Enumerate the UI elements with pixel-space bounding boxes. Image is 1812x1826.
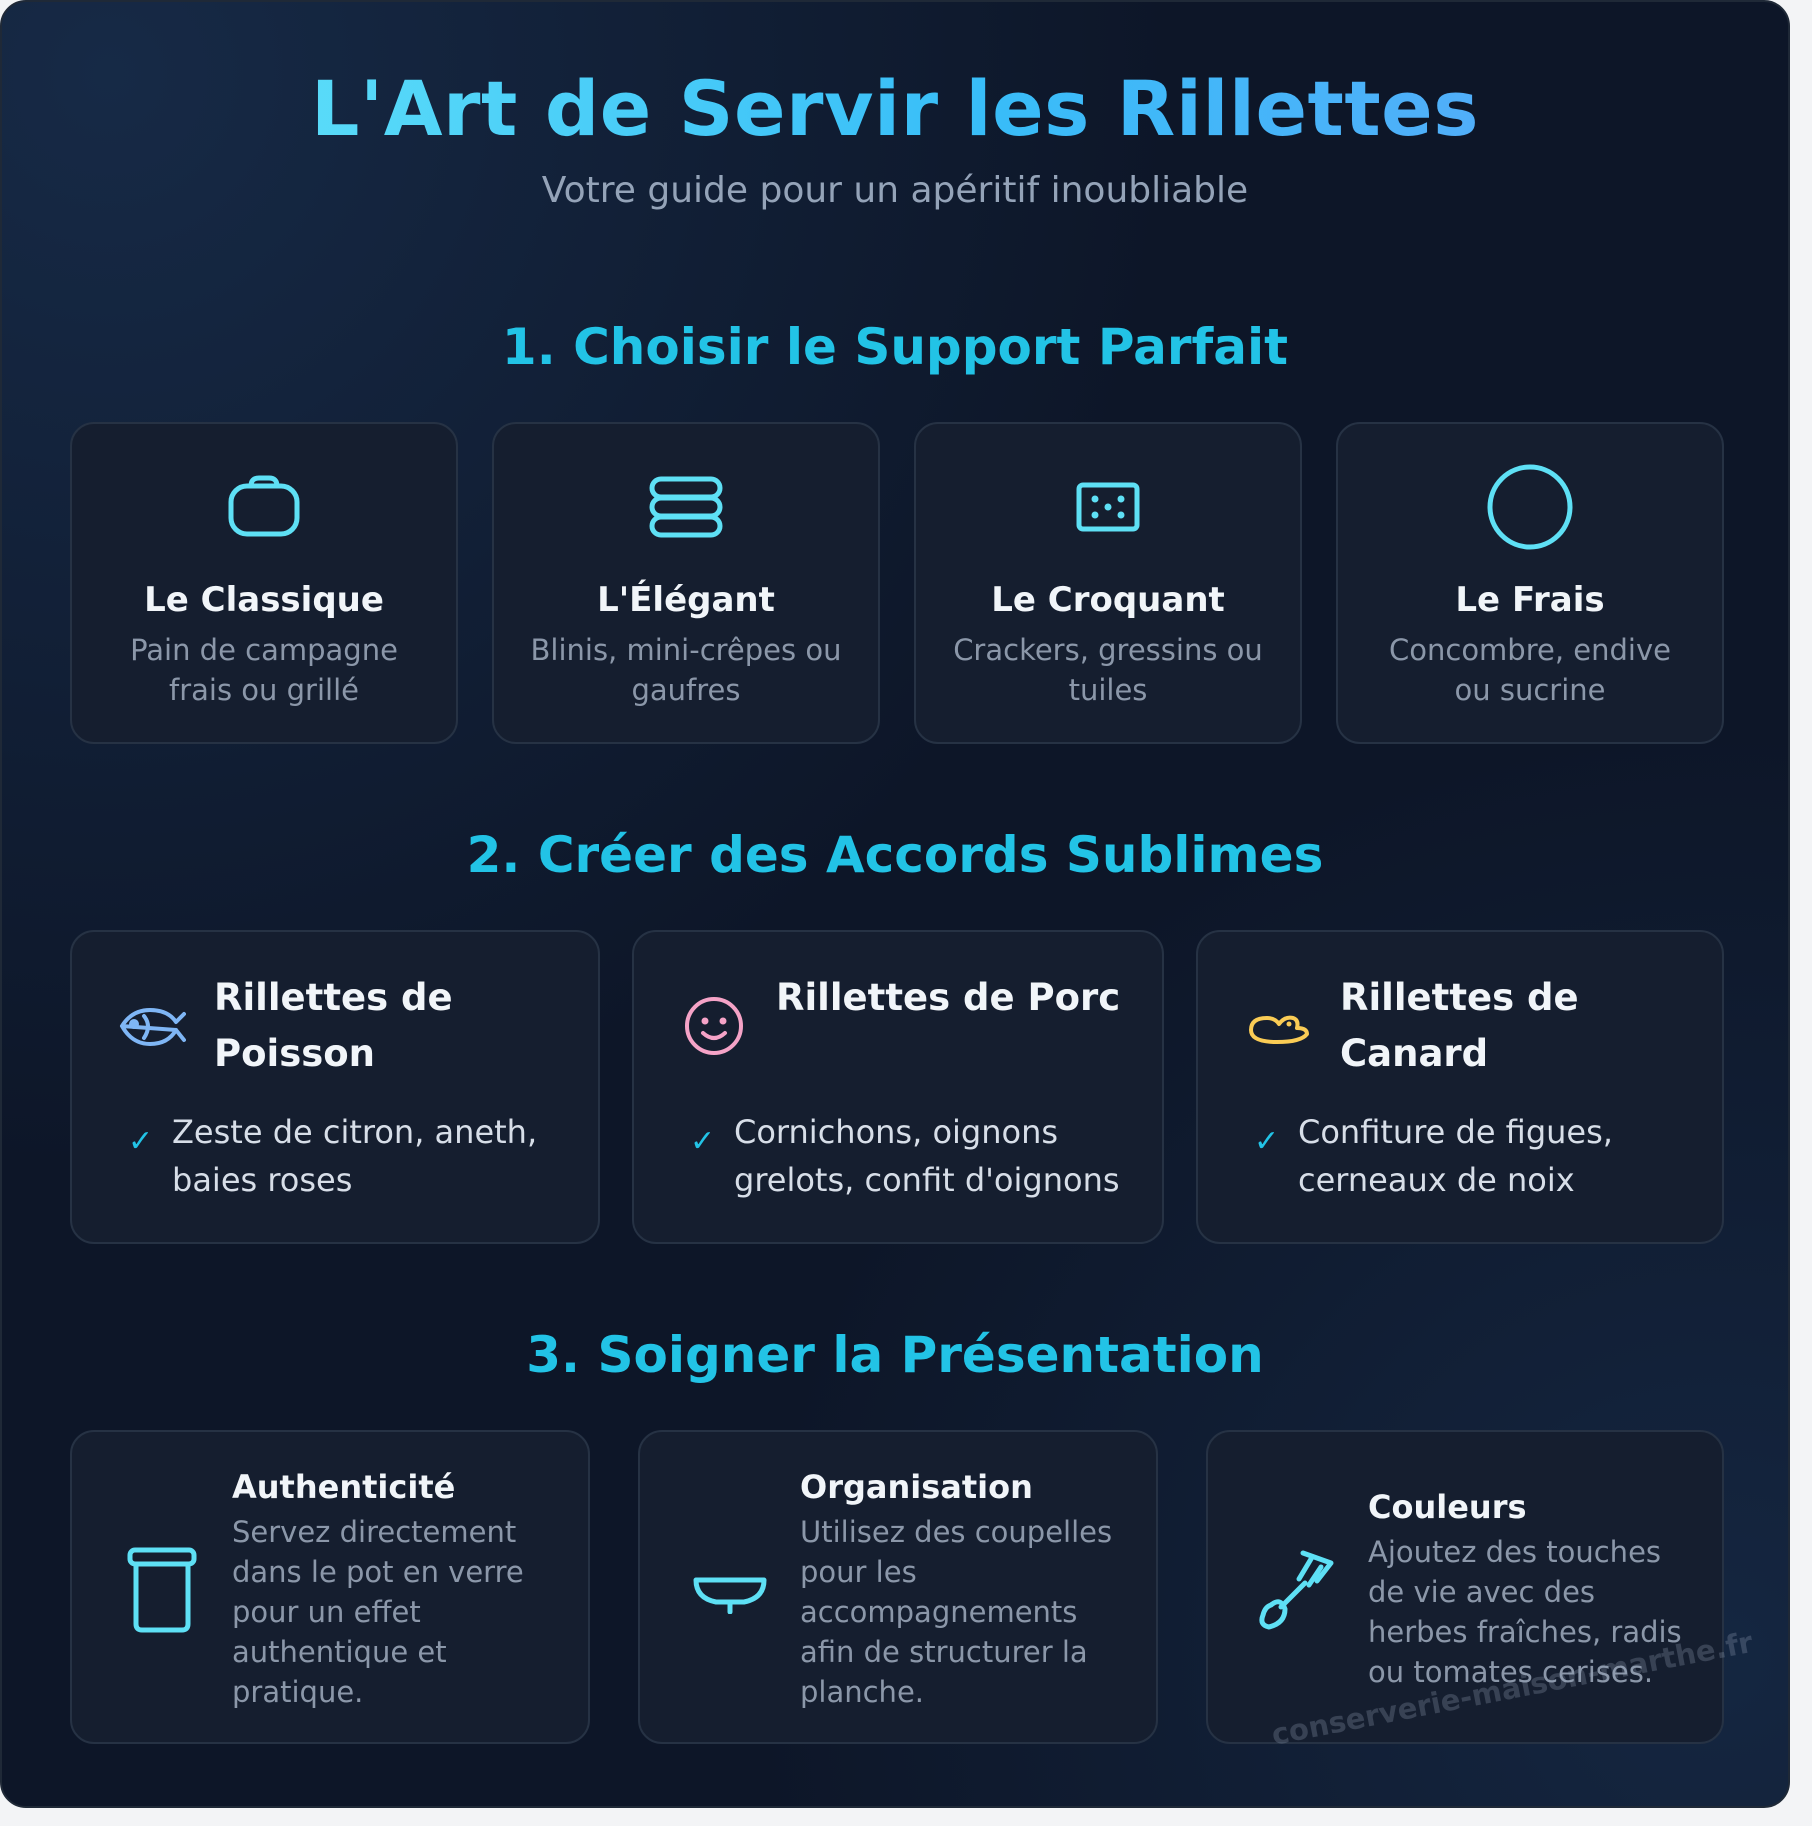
support-card-classique: Le Classique Pain de campagne frais ou g… (70, 422, 458, 744)
pairing-text: Cornichons, oignons grelots, confit d'oi… (734, 1113, 1120, 1199)
presentation-card-authenticite: Authenticité Servez directement dans le … (70, 1430, 590, 1744)
presentation-name: Organisation (800, 1468, 1033, 1506)
check-icon: ✓ (1254, 1124, 1280, 1159)
presentation-desc: Ajoutez des touches de vie avec des herb… (1368, 1535, 1682, 1689)
section-title-presentation: 3. Soigner la Présentation (526, 1326, 1264, 1384)
pairing-text: Confiture de figues, cerneaux de noix (1298, 1113, 1613, 1199)
presentation-card-organisation: Organisation Utilisez des coupelles pour… (638, 1430, 1158, 1744)
pancake-stack-icon (494, 462, 878, 552)
cucumber-slice-icon (1338, 462, 1722, 552)
bread-icon (72, 462, 456, 552)
support-card-croquant: Le Croquant Crackers, gressins ou tuiles (914, 422, 1302, 744)
pairing-text: Zeste de citron, aneth, baies roses (172, 1113, 538, 1199)
check-icon: ✓ (690, 1124, 716, 1159)
section-title-accords: 2. Créer des Accords Sublimes (466, 826, 1324, 884)
page-subtitle: Votre guide pour un apéritif inoubliable (541, 170, 1249, 211)
support-desc: Blinis, mini-crêpes ou gaufres (530, 633, 842, 707)
presentation-card-couleurs: Couleurs Ajoutez des touches de vie avec… (1206, 1430, 1724, 1744)
support-name: Le Classique (144, 580, 384, 620)
presentation-name: Couleurs (1368, 1488, 1527, 1526)
support-desc: Crackers, gressins ou tuiles (953, 633, 1263, 707)
support-name: Le Frais (1455, 580, 1605, 620)
page-title: L'Art de Servir les Rillettes (2, 64, 1788, 153)
pairing-card-poisson: Rillettes de Poisson ✓ Zeste de citron, … (70, 930, 600, 1244)
support-card-elegant: L'Élégant Blinis, mini-crêpes ou gaufres (492, 422, 880, 744)
fish-icon (116, 990, 188, 1062)
herb-icon (1248, 1540, 1348, 1640)
support-desc: Pain de campagne frais ou grillé (130, 633, 398, 707)
pairing-card-canard: Rillettes de Canard ✓ Confiture de figue… (1196, 930, 1724, 1244)
duck-icon (1242, 990, 1314, 1062)
pairing-name: Rillettes de Canard (1340, 976, 1579, 1075)
pairing-card-porc: Rillettes de Porc ✓ Cornichons, oignons … (632, 930, 1164, 1244)
presentation-desc: Servez directement dans le pot en verre … (232, 1515, 524, 1709)
jar-icon (112, 1540, 212, 1640)
presentation-desc: Utilisez des coupelles pour les accompag… (800, 1515, 1113, 1709)
support-name: L'Élégant (597, 580, 775, 620)
support-card-frais: Le Frais Concombre, endive ou sucrine (1336, 422, 1724, 744)
section-title-support: 1. Choisir le Support Parfait (501, 318, 1289, 376)
presentation-name: Authenticité (232, 1468, 456, 1506)
infographic-card: L'Art de Servir les Rillettes Votre guid… (0, 0, 1790, 1808)
support-name: Le Croquant (991, 580, 1225, 620)
cracker-icon (916, 462, 1300, 552)
pig-icon (678, 990, 750, 1062)
pairing-name: Rillettes de Poisson (214, 976, 453, 1075)
bowl-icon (680, 1540, 780, 1640)
check-icon: ✓ (128, 1124, 154, 1159)
support-desc: Concombre, endive ou sucrine (1389, 633, 1671, 707)
pairing-name: Rillettes de Porc (776, 976, 1121, 1019)
